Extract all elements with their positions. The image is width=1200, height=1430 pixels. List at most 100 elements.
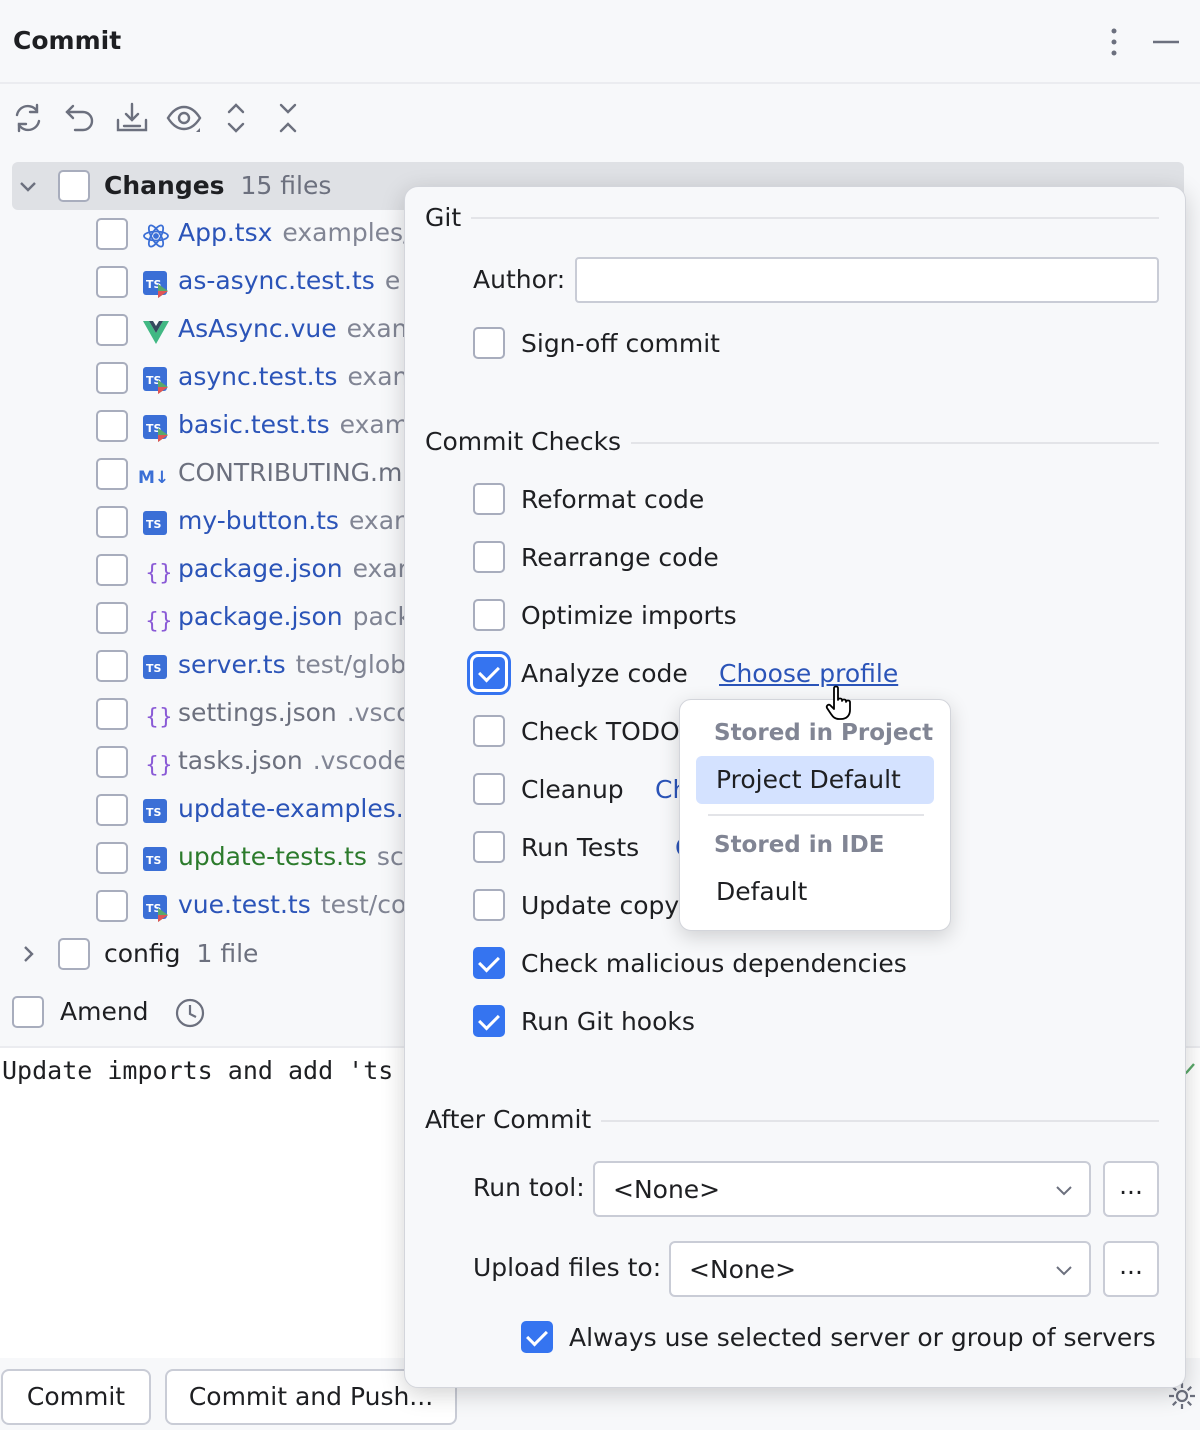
choose-profile-link[interactable]: Choose profile: [719, 659, 899, 688]
rearrange-code-checkbox[interactable]: [473, 541, 505, 573]
run-tool-select[interactable]: <None>: [593, 1161, 1091, 1217]
shelve-icon[interactable]: [114, 100, 150, 136]
svg-text:{}: {}: [145, 561, 170, 586]
svg-text:TS: TS: [146, 854, 162, 867]
file-checkbox[interactable]: [96, 554, 128, 586]
run-tests-checkbox[interactable]: [473, 831, 505, 863]
run-tool-browse-button[interactable]: ...: [1103, 1161, 1159, 1217]
config-count: 1 file: [196, 939, 259, 968]
analyze-code-checkbox[interactable]: [473, 657, 505, 689]
upload-files-browse-button[interactable]: ...: [1103, 1241, 1159, 1297]
file-checkbox[interactable]: [96, 458, 128, 490]
svg-text:{}: {}: [145, 753, 170, 778]
file-checkbox[interactable]: [96, 362, 128, 394]
cleanup-checkbox[interactable]: [473, 773, 505, 805]
menu-item-project-default[interactable]: Project Default: [696, 756, 934, 804]
svg-text:{}: {}: [145, 609, 170, 634]
commit-message-text[interactable]: Update imports and add 'ts: [2, 1056, 394, 1085]
commit-and-push-button[interactable]: Commit and Push...: [165, 1369, 457, 1425]
file-row[interactable]: {} tasks.json.vscode: [0, 738, 420, 786]
optimize-imports-checkbox[interactable]: [473, 599, 505, 631]
file-row[interactable]: TS update-examples.t: [0, 786, 420, 834]
config-checkbox[interactable]: [58, 938, 90, 970]
ts-icon: TS: [143, 799, 167, 823]
menu-item-default[interactable]: Default: [696, 868, 934, 916]
run-git-hooks-checkbox[interactable]: [473, 1005, 505, 1037]
collapse-all-icon[interactable]: [270, 100, 306, 136]
refresh-icon[interactable]: [10, 100, 46, 136]
reformat-code-checkbox[interactable]: [473, 483, 505, 515]
rollback-icon[interactable]: [62, 100, 98, 136]
changes-count: 15 files: [240, 171, 332, 200]
commit-checks-section-title: Commit Checks: [425, 427, 622, 456]
chevron-down-icon: [1056, 1266, 1072, 1276]
ts-test-icon: TS: [143, 415, 168, 442]
expand-all-icon[interactable]: [218, 100, 254, 136]
check-todo-checkbox[interactable]: [473, 715, 505, 747]
more-options-icon[interactable]: [1100, 24, 1128, 60]
config-group-row[interactable]: config 1 file: [0, 930, 420, 978]
signoff-checkbox[interactable]: [473, 327, 505, 359]
changes-checkbox[interactable]: [58, 170, 90, 202]
upload-files-select[interactable]: <None>: [669, 1241, 1091, 1297]
svg-text:TS: TS: [146, 374, 162, 387]
file-checkbox[interactable]: [96, 890, 128, 922]
file-checkbox[interactable]: [96, 410, 128, 442]
file-checkbox[interactable]: [96, 218, 128, 250]
preview-eye-icon[interactable]: [166, 100, 202, 136]
file-checkbox[interactable]: [96, 650, 128, 682]
file-checkbox[interactable]: [96, 794, 128, 826]
file-row[interactable]: {} settings.json.vsco: [0, 690, 420, 738]
optimize-imports-label: Optimize imports: [521, 601, 737, 630]
file-checkbox[interactable]: [96, 506, 128, 538]
changes-label: Changes: [104, 171, 225, 200]
svg-text:TS: TS: [146, 278, 162, 291]
update-copyright-checkbox[interactable]: [473, 889, 505, 921]
chevron-right-icon[interactable]: [18, 944, 38, 964]
ts-test-icon: TS: [143, 367, 168, 394]
author-input[interactable]: [575, 257, 1159, 303]
ts-icon: TS: [143, 847, 167, 871]
json-icon: {}: [145, 705, 170, 730]
file-checkbox[interactable]: [96, 746, 128, 778]
menu-separator: [708, 814, 924, 816]
run-tests-label: Run Tests: [521, 833, 640, 862]
always-use-server-checkbox[interactable]: [521, 1321, 553, 1353]
file-checkbox[interactable]: [96, 602, 128, 634]
gear-icon[interactable]: [1166, 1380, 1198, 1412]
file-checkbox[interactable]: [96, 314, 128, 346]
file-checkbox[interactable]: [96, 842, 128, 874]
menu-item-label: Project Default: [716, 765, 901, 794]
commit-button[interactable]: Commit: [1, 1369, 151, 1425]
file-checkbox[interactable]: [96, 266, 128, 298]
file-row[interactable]: M↓ CONTRIBUTING.m: [0, 450, 420, 498]
rearrange-code-label: Rearrange code: [521, 543, 719, 572]
check-malicious-deps-checkbox[interactable]: [473, 947, 505, 979]
run-tool-label: Run tool:: [473, 1173, 585, 1202]
file-checkbox[interactable]: [96, 698, 128, 730]
svg-text:TS: TS: [146, 806, 162, 819]
amend-checkbox[interactable]: [12, 996, 44, 1028]
run-git-hooks-label: Run Git hooks: [521, 1007, 695, 1036]
history-clock-icon[interactable]: [174, 997, 206, 1029]
svg-text:{}: {}: [145, 705, 170, 730]
minimize-icon[interactable]: [1150, 28, 1182, 56]
chevron-down-icon[interactable]: [18, 176, 38, 196]
vue-icon: [143, 321, 169, 344]
